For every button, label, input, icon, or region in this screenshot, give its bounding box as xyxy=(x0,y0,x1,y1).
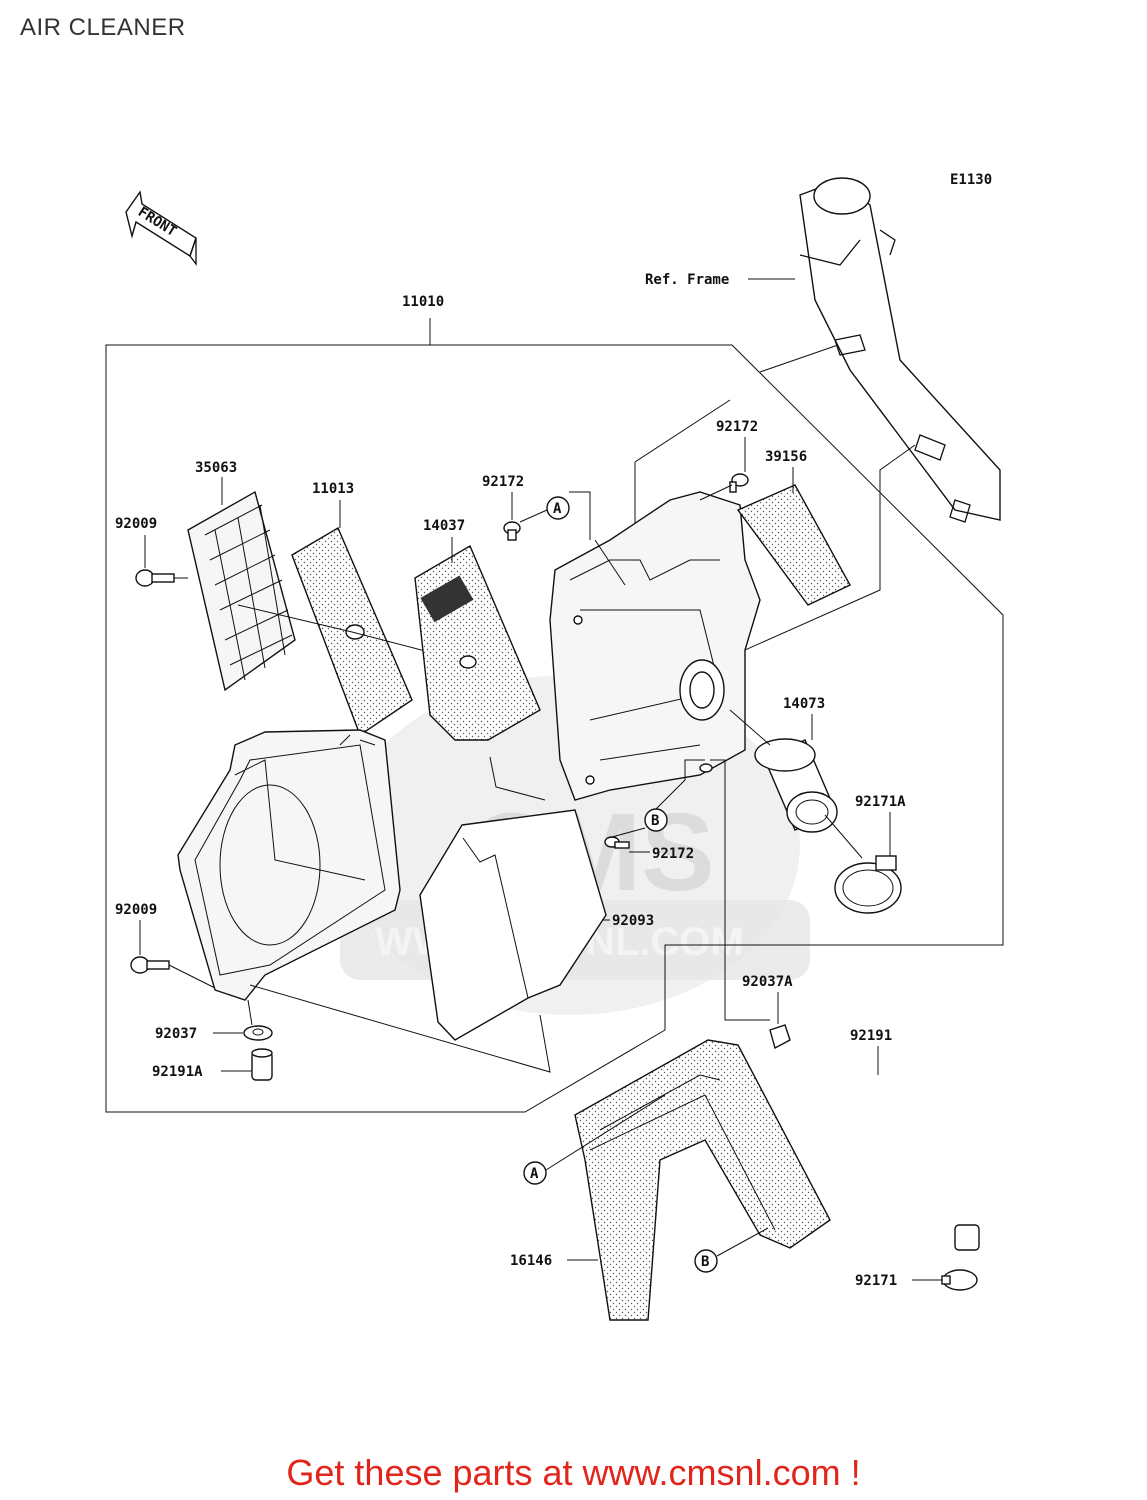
part-39156-pad xyxy=(736,484,851,606)
part-label-14073: 14073 xyxy=(783,696,825,712)
part-label-11013: 11013 xyxy=(312,481,354,497)
part-label-92172-top: 92172 xyxy=(716,419,758,435)
part-92009-bolt-top xyxy=(135,569,175,587)
part-label-92171: 92171 xyxy=(855,1273,897,1289)
part-14073-duct xyxy=(754,738,838,833)
frame-pipe xyxy=(799,177,1001,523)
callout-b-mid: B xyxy=(651,813,659,829)
part-label-92009-bot: 92009 xyxy=(115,902,157,918)
part-label-14037: 14037 xyxy=(423,518,465,534)
part-label-92191: 92191 xyxy=(850,1028,892,1044)
part-label-39156: 39156 xyxy=(765,449,807,465)
part-label-92093: 92093 xyxy=(612,913,654,929)
part-92172-screw-bot xyxy=(604,836,630,849)
diagram-code: E1130 xyxy=(950,172,992,188)
assembly-outline xyxy=(105,318,1004,1113)
ref-frame-label: Ref. Frame xyxy=(645,272,729,288)
callout-b-bot: B xyxy=(701,1254,709,1270)
part-label-92009-top: 92009 xyxy=(115,516,157,532)
page-title: AIR CLEANER xyxy=(20,14,186,41)
part-label-92037a: 92037A xyxy=(742,974,793,990)
part-92172-screw-top xyxy=(729,473,749,493)
part-label-35063: 35063 xyxy=(195,460,237,476)
part-92172-screw-mid xyxy=(503,521,521,541)
part-92171-clamp xyxy=(941,1224,980,1291)
part-label-16146: 16146 xyxy=(510,1253,552,1269)
part-92171a-clamp xyxy=(834,855,902,914)
part-label-92172-mid: 92172 xyxy=(482,474,524,490)
part-92037a-clip xyxy=(769,1024,791,1050)
part-label-11010: 11010 xyxy=(402,294,444,310)
part-14037-screen xyxy=(414,544,541,741)
part-35063-grille xyxy=(187,490,296,692)
part-92009-bolt-bot xyxy=(130,956,170,974)
front-arrow-icon: FRONT xyxy=(125,190,197,266)
part-air-cleaner-housing xyxy=(549,491,761,801)
part-label-92037: 92037 xyxy=(155,1026,197,1042)
part-label-92172-bot: 92172 xyxy=(652,846,694,862)
callout-a-bot: A xyxy=(530,1166,539,1182)
callout-a-top: A xyxy=(553,501,562,517)
part-92037-clip xyxy=(243,1025,273,1041)
part-label-92191a: 92191A xyxy=(152,1064,203,1080)
footer-link[interactable]: Get these parts at www.cmsnl.com ! xyxy=(286,1452,861,1493)
part-16146-duct xyxy=(574,1039,831,1321)
part-92191a-tube xyxy=(251,1048,273,1081)
part-label-92171a: 92171A xyxy=(855,794,906,810)
part-lower-case xyxy=(177,729,401,1001)
part-92191-hose xyxy=(799,1039,976,1241)
